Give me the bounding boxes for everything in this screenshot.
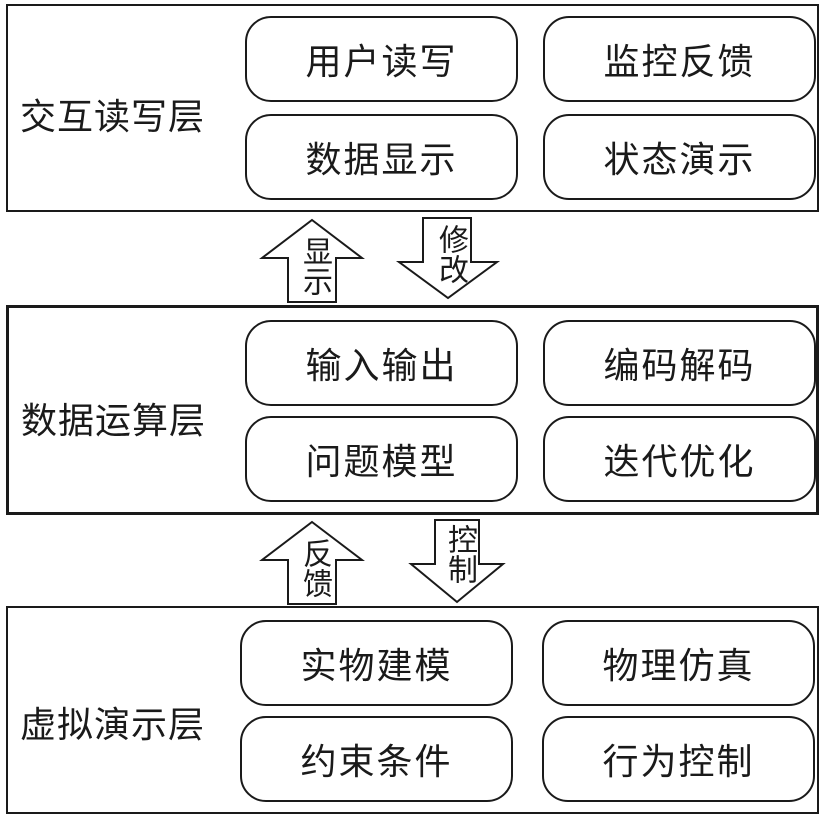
module-input-output: 输入输出	[245, 320, 518, 406]
arrow-label-feedback: 反馈	[297, 538, 332, 598]
arrow-down-modify: 修改	[395, 216, 501, 300]
layer-label: 交互读写层	[20, 97, 206, 138]
module-encode-decode: 编码解码	[543, 320, 816, 406]
layer-label: 虚拟演示层	[20, 705, 206, 746]
module-physical-simulation: 物理仿真	[542, 620, 815, 706]
module-physical-modeling: 实物建模	[240, 620, 513, 706]
layer-virtual-demo: 虚拟演示层 实物建模 物理仿真 约束条件 行为控制	[6, 606, 819, 814]
module-constraints: 约束条件	[240, 716, 513, 802]
module-iterative-optimization: 迭代优化	[543, 416, 816, 502]
layer-interaction: 交互读写层 用户读写 监控反馈 数据显示 状态演示	[6, 4, 819, 212]
layer-label: 数据运算层	[21, 401, 207, 442]
module-data-display: 数据显示	[245, 114, 518, 200]
module-state-demo: 状态演示	[543, 114, 816, 200]
arrow-up-display: 显示	[258, 218, 366, 304]
arrow-label-modify: 修改	[433, 224, 468, 284]
arrow-up-feedback: 反馈	[258, 520, 366, 606]
arrow-down-control: 控制	[408, 518, 506, 604]
arrow-label-control: 控制	[442, 524, 477, 584]
arrow-label-display: 显示	[297, 236, 332, 296]
module-user-read-write: 用户读写	[245, 16, 518, 102]
module-problem-model: 问题模型	[245, 416, 518, 502]
layer-computation: 数据运算层 输入输出 编码解码 问题模型 迭代优化	[6, 305, 819, 515]
module-monitor-feedback: 监控反馈	[543, 16, 816, 102]
module-behavior-control: 行为控制	[542, 716, 815, 802]
